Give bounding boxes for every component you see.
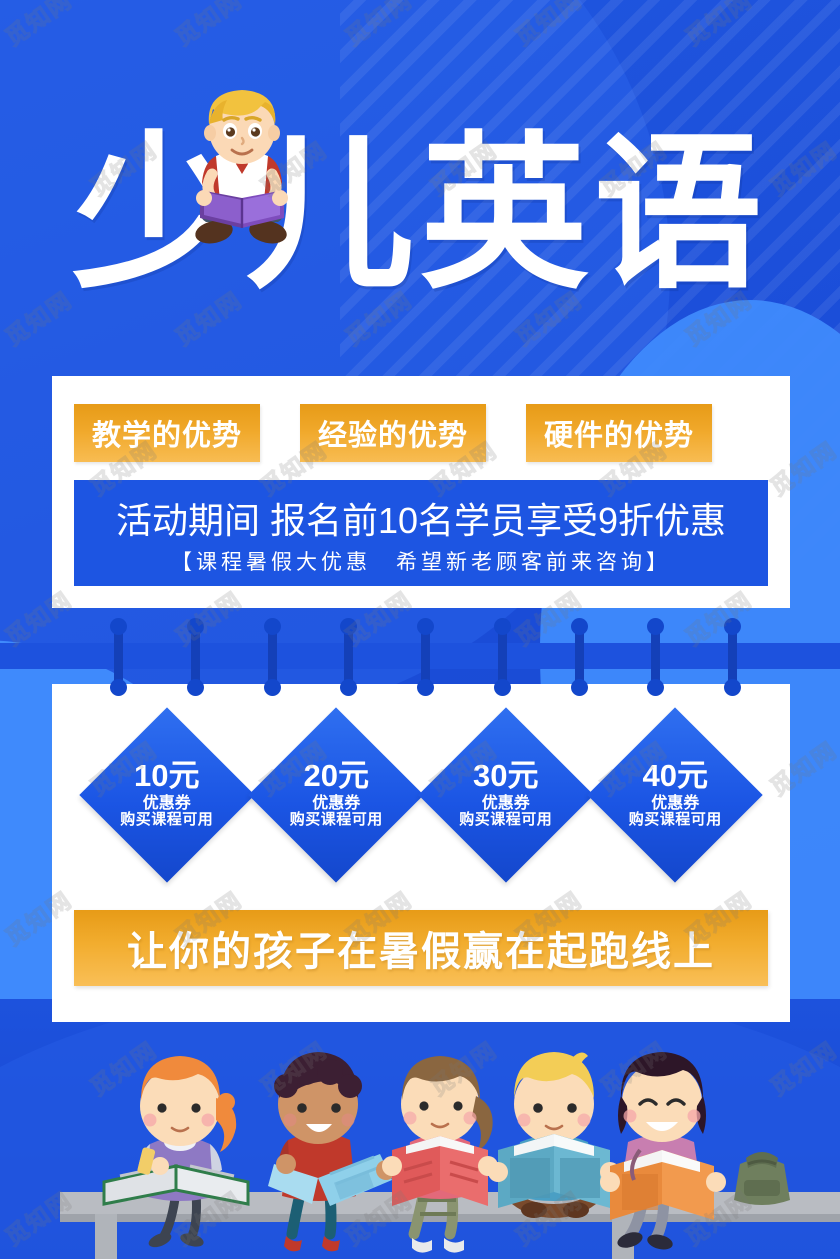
coupon-label: 优惠券	[312, 794, 361, 812]
connector-band	[0, 643, 840, 669]
coupon-amount: 30元	[473, 757, 539, 793]
title-block: 少儿英语	[0, 120, 840, 350]
connector-pin	[417, 618, 434, 696]
connector-pin	[647, 618, 665, 696]
coupon-note: 购买课程可用	[120, 811, 214, 829]
advantage-tag-label: 教学的优势	[92, 420, 243, 452]
coupon-amount: 20元	[303, 757, 369, 793]
advantage-tag-label: 硬件的优势	[544, 420, 695, 452]
coupon-amount: 40元	[642, 757, 708, 793]
connector-pin	[340, 618, 358, 696]
coupon-label: 优惠券	[481, 794, 530, 812]
promo-headline: 活动期间 报名前10名学员享受9折优惠	[115, 500, 727, 541]
advantage-tag-experience[interactable]: 经验的优势	[300, 404, 487, 462]
coupon-label: 优惠券	[142, 794, 191, 812]
connector-pin	[493, 618, 511, 696]
coupon-note: 购买课程可用	[459, 811, 553, 829]
connector-pins	[52, 618, 790, 696]
coupon-text: 40元 优惠券 购买课程可用	[628, 757, 722, 829]
coupon-amount: 10元	[134, 757, 200, 793]
coupon-text: 30元 优惠券 购买课程可用	[459, 757, 553, 829]
advantage-tag-teaching[interactable]: 教学的优势	[74, 404, 261, 462]
advantage-tag-label: 经验的优势	[318, 420, 469, 452]
children-reading-on-bench-icon	[0, 1024, 840, 1259]
coupon-text: 20元 优惠券 购买课程可用	[289, 757, 383, 829]
connector-pin	[263, 618, 281, 696]
coupon-item[interactable]: 20元 优惠券 购买课程可用	[248, 707, 424, 883]
advantage-tag-list: 教学的优势 经验的优势 硬件的优势	[74, 404, 768, 462]
coupon-note: 购买课程可用	[289, 811, 383, 829]
connector-pin	[110, 618, 127, 696]
slogan-banner: 让你的孩子在暑假赢在起跑线上	[74, 910, 768, 986]
coupon-label: 优惠券	[651, 794, 700, 812]
coupon-item[interactable]: 40元 优惠券 购买课程可用	[587, 707, 763, 883]
coupon-list: 10元 优惠券 购买课程可用 20元 优惠券 购买课程可用 30元 优惠券	[79, 707, 763, 900]
advantage-tag-hardware[interactable]: 硬件的优势	[526, 404, 713, 462]
coupon-item[interactable]: 10元 优惠券 购买课程可用	[79, 707, 255, 883]
connector-pin	[570, 618, 588, 696]
coupons-card: 10元 优惠券 购买课程可用 20元 优惠券 购买课程可用 30元 优惠券	[52, 684, 790, 1022]
coupon-text: 10元 优惠券 购买课程可用	[120, 757, 214, 829]
promo-subline: 【课程暑假大优惠 希望新老顾客前来咨询】	[171, 551, 671, 574]
features-card: 教学的优势 经验的优势 硬件的优势 活动期间 报名前10名学员享受9折优惠 【课…	[52, 376, 790, 608]
connector-pin	[186, 618, 204, 696]
boy-reading-book-icon	[168, 78, 316, 263]
coupon-note: 购买课程可用	[628, 811, 722, 829]
page-title: 少儿英语	[72, 116, 768, 312]
promo-banner: 活动期间 报名前10名学员享受9折优惠 【课程暑假大优惠 希望新老顾客前来咨询】	[74, 480, 768, 586]
connector-pin	[724, 618, 741, 696]
coupon-item[interactable]: 30元 优惠券 购买课程可用	[418, 707, 594, 883]
slogan-text: 让你的孩子在暑假赢在起跑线上	[127, 930, 715, 974]
